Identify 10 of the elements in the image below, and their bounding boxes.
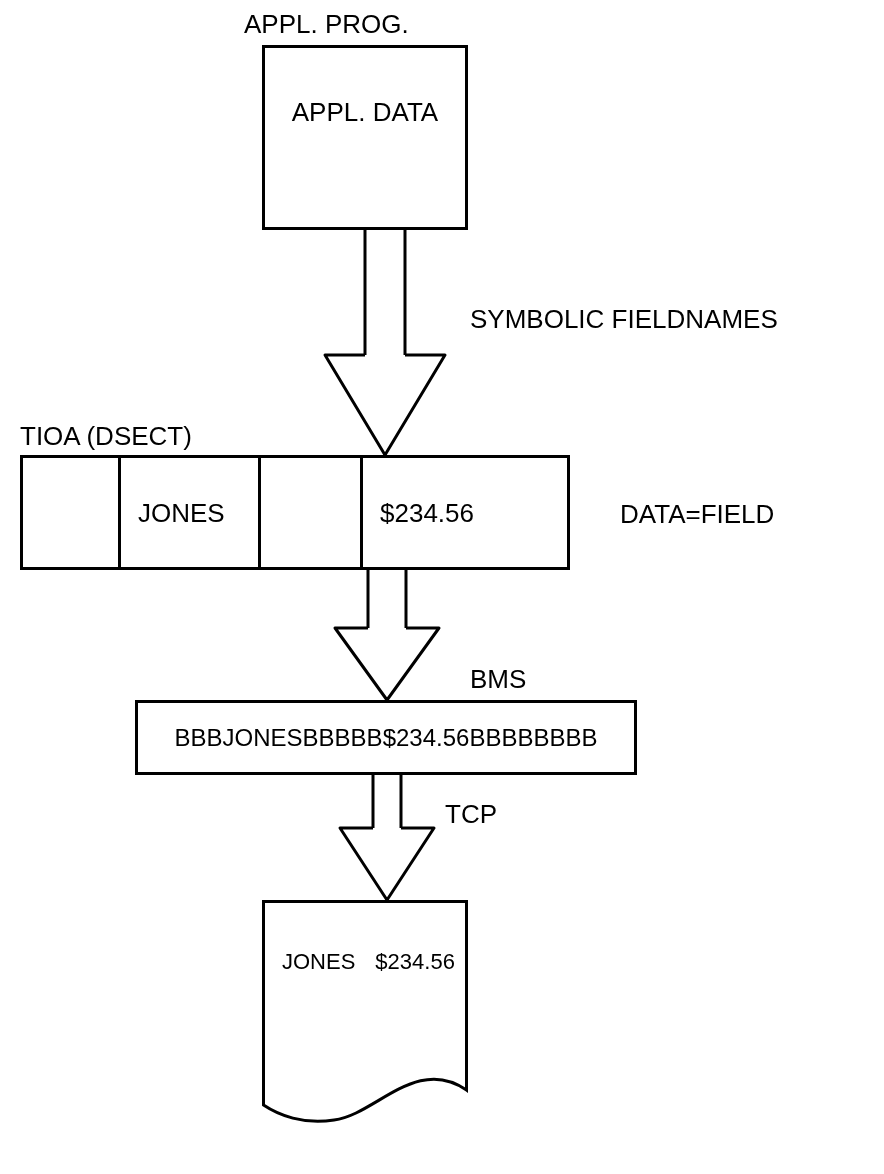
- field-value: JONES: [138, 497, 225, 530]
- box-heading: APPL. PROG.: [244, 8, 409, 41]
- box-text: BBBJONESBBBBB$234.56BBBBBBBB: [174, 722, 598, 753]
- document-text: JONES: [282, 948, 356, 976]
- box-text: APPL. DATA: [291, 96, 439, 129]
- field-value: $234.56: [380, 497, 474, 530]
- document-text: $234.56: [375, 948, 455, 976]
- side-label: DATA=FIELD: [620, 498, 775, 531]
- message-box: [135, 700, 637, 775]
- record-heading: TIOA (DSECT): [20, 420, 192, 453]
